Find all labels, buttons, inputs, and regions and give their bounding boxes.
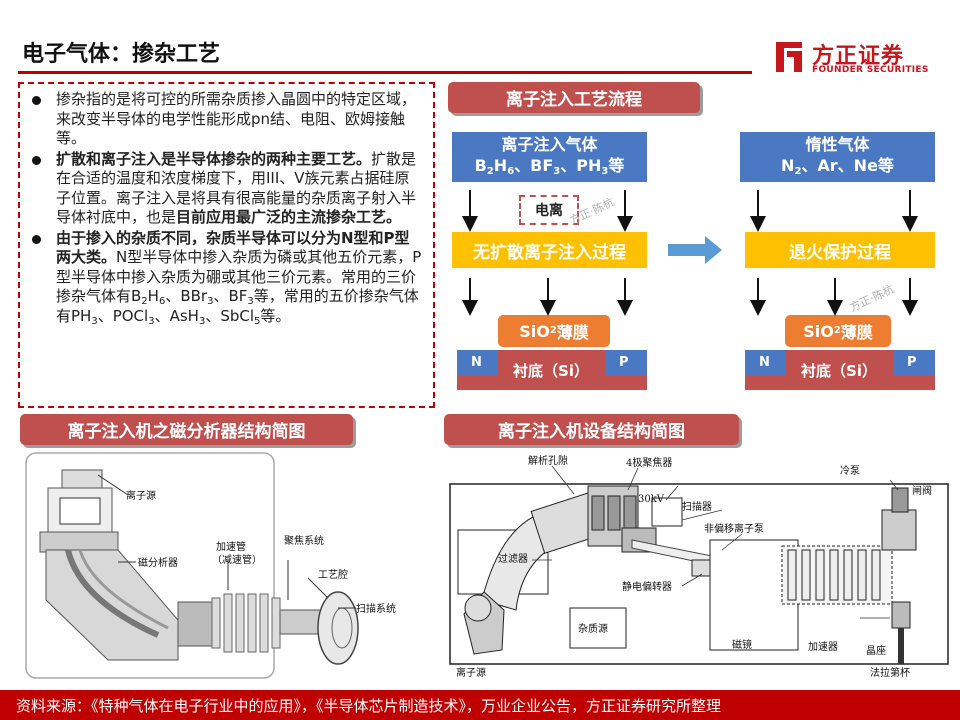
bullet-dot-icon: [32, 155, 41, 165]
inert-gas-box: 惰性气体 N2、Ar、Ne等: [740, 132, 935, 182]
bullet-dot-icon: [32, 96, 41, 105]
substrate-right: 衬底（Si） N P: [745, 350, 935, 390]
label-analysis-aperture: 解析孔隙: [528, 454, 568, 467]
logo-text-cn: 方正证券: [812, 44, 905, 69]
founder-logo-icon: [776, 42, 802, 72]
label-deflector: 静电偏转器: [622, 580, 672, 593]
n-region-label: N: [471, 355, 482, 370]
bullet-bold-tail: 目前应用最广泛的主流掺杂工艺。: [176, 208, 402, 226]
label-quadrupole: 4极聚焦器: [626, 456, 672, 469]
label-cryopump: 冷泵: [840, 464, 860, 477]
implant-process-bar: 无扩散离子注入过程: [452, 232, 647, 268]
title-divider: [18, 71, 752, 74]
label-wafer-holder: 晶座: [866, 644, 886, 657]
process-flow-title: 离子注入工艺流程: [448, 82, 700, 113]
implant-gas-formula: B2H6、BF3、PH3等: [474, 156, 625, 177]
doping-text-box: 掺杂指的是将可控的所需杂质掺入晶圆中的特定区域，来改变半导体的电学性能形成pn结…: [18, 82, 435, 408]
bullet-types: 由于掺入的杂质不同，杂质半导体可以分为N型和P型两大类。N型半导体中掺入杂质为磷…: [30, 228, 423, 326]
bullet-bold: 由于掺入的杂质不同，杂质半导体可以分为N型和P型两大类。: [56, 228, 410, 267]
label-dopant-source: 杂质源: [578, 622, 608, 635]
bullet-definition: 掺杂指的是将可控的所需杂质掺入晶圆中的特定区域，来改变半导体的电学性能形成pn结…: [30, 90, 423, 149]
bullet-dot-icon: [32, 234, 41, 244]
label-magnet-analyzer: 磁分析器: [138, 556, 178, 569]
anneal-process-bar: 退火保护过程: [745, 232, 935, 268]
label-ion-source: 离子源: [126, 489, 156, 502]
substrate-label: 衬底（Si）: [497, 350, 605, 390]
label-magnet: 磁镜: [732, 638, 752, 651]
p-region-label: P: [619, 355, 629, 370]
bullet-tail: 等。: [260, 306, 291, 325]
bullet-bold: 扩散和离子注入是半导体掺杂的两种主要工艺。: [56, 149, 372, 168]
label-filter: 过滤器: [498, 552, 528, 565]
source-footer: 资料来源：《特种气体在电子行业中的应用》，《半导体芯片制造技术》，万业企业公告，…: [0, 690, 960, 720]
label-gate-valve: 闸阀: [912, 484, 932, 497]
label-scan-system: 扫描系统: [356, 602, 396, 615]
founder-logo: 方正证券 FOUNDER SECURITIES: [772, 38, 942, 80]
label-process-chamber: 工艺腔: [318, 568, 348, 581]
machine-diagram-title: 离子注入机设备结构简图: [444, 414, 739, 445]
page-title: 电子气体：掺杂工艺: [22, 42, 221, 67]
n-region-label: N: [759, 355, 770, 370]
inert-gas-title: 惰性气体: [805, 135, 870, 154]
p-region-label: P: [907, 355, 917, 370]
label-scanner: 扫描器: [682, 500, 712, 513]
bullet-text: 掺杂指的是将可控的所需杂质掺入晶圆中的特定区域，来改变半导体的电学性能形成pn结…: [56, 90, 417, 147]
bullet-methods: 扩散和离子注入是半导体掺杂的两种主要工艺。扩散是在合适的温度和浓度梯度下，用II…: [30, 150, 423, 228]
label-accelerator: 加速器: [808, 641, 838, 653]
inert-gas-formula: N2、Ar、Ne等: [781, 156, 894, 177]
process-arrows: [462, 190, 918, 316]
magnet-diagram-title: 离子注入机之磁分析器结构简图: [20, 414, 353, 445]
bullet-text: N型半导体中掺入杂质为磷或其他五价元素，P型半导体中掺入杂质为硼或其他三价元素。…: [56, 248, 422, 305]
label-focus-system: 聚焦系统: [284, 534, 324, 547]
logo-text-en: FOUNDER SECURITIES: [812, 65, 929, 75]
label-ion-pump: 非偏移离子泵: [704, 522, 764, 535]
bullet-text: 扩散是在合适的温度和浓度梯度下，用III、V族元素占据硅原子位置。离子注入是将具…: [56, 149, 417, 227]
label-ion-source: 离子源: [456, 666, 486, 679]
substrate-label: 衬底（Si）: [785, 350, 893, 390]
flow-arrow-icon: [668, 236, 722, 264]
label-decel-tube: （减速管）: [212, 553, 262, 566]
label-faraday-cup: 法拉第杯: [870, 666, 910, 679]
implant-gas-box: 离子注入气体 B2H6、BF3、PH3等: [452, 132, 647, 182]
magnet-analyzer-diagram: 离子源 磁分析器 加速管 （减速管） 聚焦系统 工艺腔 扫描系统: [25, 452, 396, 679]
ionization-label: 电离: [519, 195, 579, 225]
substrate-left: 衬底（Si） N P: [457, 350, 647, 390]
ion-implanter-diagram: 解析孔隙 4极聚焦器 30kV 扫描器 冷泵 闸阀 非偏移离子泵 过滤器 静电偏…: [449, 454, 949, 679]
implant-gas-title: 离子注入气体: [501, 135, 598, 154]
label-30kv: 30kV: [638, 494, 665, 505]
label-accel-tube: 加速管: [216, 540, 246, 553]
